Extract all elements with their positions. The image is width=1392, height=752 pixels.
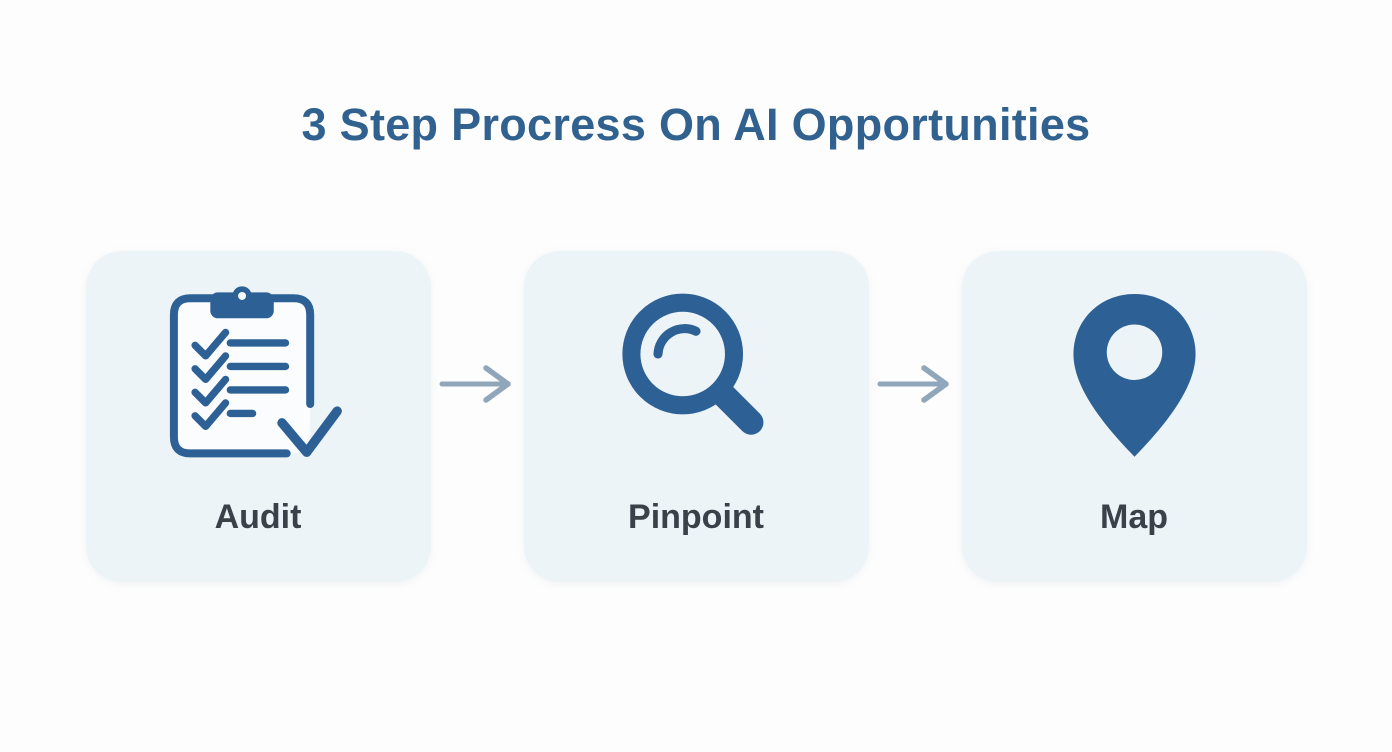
step-card-pinpoint: Pinpoint (523, 251, 869, 582)
arrow-right-icon (877, 365, 949, 403)
arrow-wrap (431, 362, 524, 406)
map-pin-icon (1072, 293, 1196, 457)
process-row: Audit Pinpoint Ma (0, 251, 1392, 582)
page-title: 3 Step Procress On AI Opportunities (301, 99, 1091, 150)
step-card-map: Map (961, 251, 1307, 582)
step-label-pinpoint: Pinpoint (628, 498, 764, 536)
arrow-right-icon (439, 365, 511, 403)
step-icon-box (601, 251, 791, 495)
step-label-audit: Audit (214, 498, 302, 536)
magnifying-glass-icon (622, 293, 764, 435)
clipboard-checklist-icon (169, 285, 342, 457)
header: 3 Step Procress On AI Opportunities (0, 0, 1392, 151)
step-icon-box (1042, 251, 1227, 495)
step-icon-box (141, 251, 376, 495)
arrow-wrap (869, 362, 962, 406)
step-label-map: Map (1100, 498, 1168, 536)
step-card-audit: Audit (85, 251, 431, 582)
